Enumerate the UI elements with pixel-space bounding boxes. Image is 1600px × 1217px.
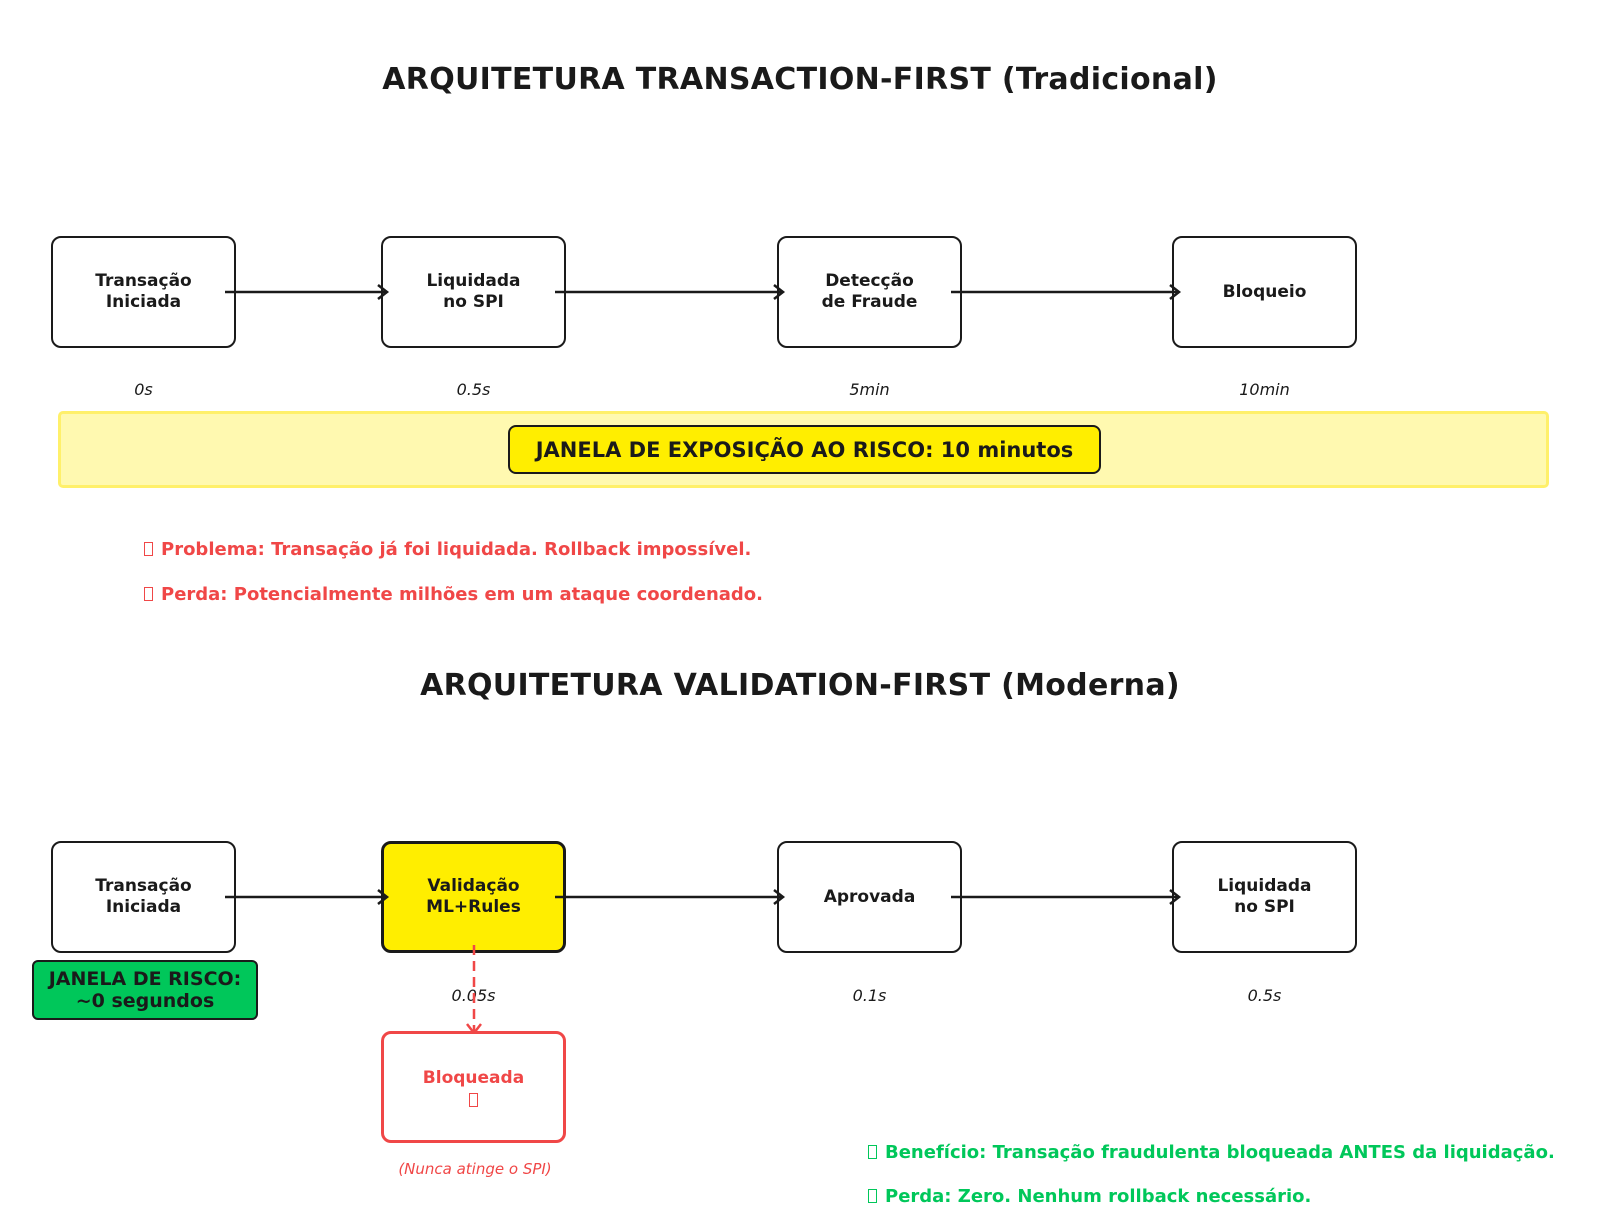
bottom-step-settled-spi: Liquidada no SPI bbox=[1172, 841, 1357, 953]
top-step-transaction-started: Transação Iniciada bbox=[51, 236, 236, 348]
missing-glyph-icon bbox=[868, 1189, 877, 1203]
bottom-step-approved: Aprovada bbox=[777, 841, 962, 953]
dashed-arrow-down-icon bbox=[466, 945, 482, 1036]
top-loss-note: Perda: Potencialmente milhões em um ataq… bbox=[144, 584, 763, 605]
blocked-label: Bloqueada bbox=[422, 1067, 525, 1088]
missing-glyph-icon bbox=[469, 1092, 478, 1107]
bottom-section-title: ARQUITETURA VALIDATION-FIRST (Moderna) bbox=[420, 668, 1180, 703]
blocked-step: Bloqueada bbox=[381, 1031, 566, 1143]
arrow-right-icon bbox=[951, 284, 1182, 300]
arrow-right-icon bbox=[555, 284, 786, 300]
top-step-block: Bloqueio bbox=[1172, 236, 1357, 348]
arrow-right-icon bbox=[951, 889, 1182, 905]
top-section-title: ARQUITETURA TRANSACTION-FIRST (Tradicion… bbox=[382, 62, 1218, 97]
arrow-right-icon bbox=[225, 284, 390, 300]
arrow-right-icon bbox=[555, 889, 786, 905]
top-time-label: 5min bbox=[849, 380, 890, 399]
risk-exposure-label: JANELA DE EXPOSIÇÃO AO RISCO: 10 minutos bbox=[508, 425, 1101, 474]
top-time-label: 10min bbox=[1239, 380, 1290, 399]
missing-glyph-icon bbox=[144, 587, 153, 601]
bottom-benefit-note: Benefício: Transação fraudulenta bloquea… bbox=[868, 1142, 1555, 1163]
blocked-note: (Nunca atinge o SPI) bbox=[398, 1160, 552, 1178]
bottom-time-label: 0.1s bbox=[852, 986, 887, 1005]
top-problem-note: Problema: Transação já foi liquidada. Ro… bbox=[144, 539, 751, 560]
top-step-fraud-detection: Detecção de Fraude bbox=[777, 236, 962, 348]
risk-window-label: JANELA DE RISCO: ~0 segundos bbox=[32, 960, 258, 1020]
top-time-label: 0.5s bbox=[456, 380, 491, 399]
bottom-step-transaction-started: Transação Iniciada bbox=[51, 841, 236, 953]
missing-glyph-icon bbox=[144, 542, 153, 556]
bottom-step-validation: Validação ML+Rules bbox=[381, 841, 566, 953]
arrow-right-icon bbox=[225, 889, 390, 905]
missing-glyph-icon bbox=[868, 1145, 877, 1159]
top-time-label: 0s bbox=[134, 380, 153, 399]
bottom-time-label: 0.5s bbox=[1247, 986, 1282, 1005]
top-step-settled-spi: Liquidada no SPI bbox=[381, 236, 566, 348]
bottom-loss-note: Perda: Zero. Nenhum rollback necessário. bbox=[868, 1186, 1311, 1207]
